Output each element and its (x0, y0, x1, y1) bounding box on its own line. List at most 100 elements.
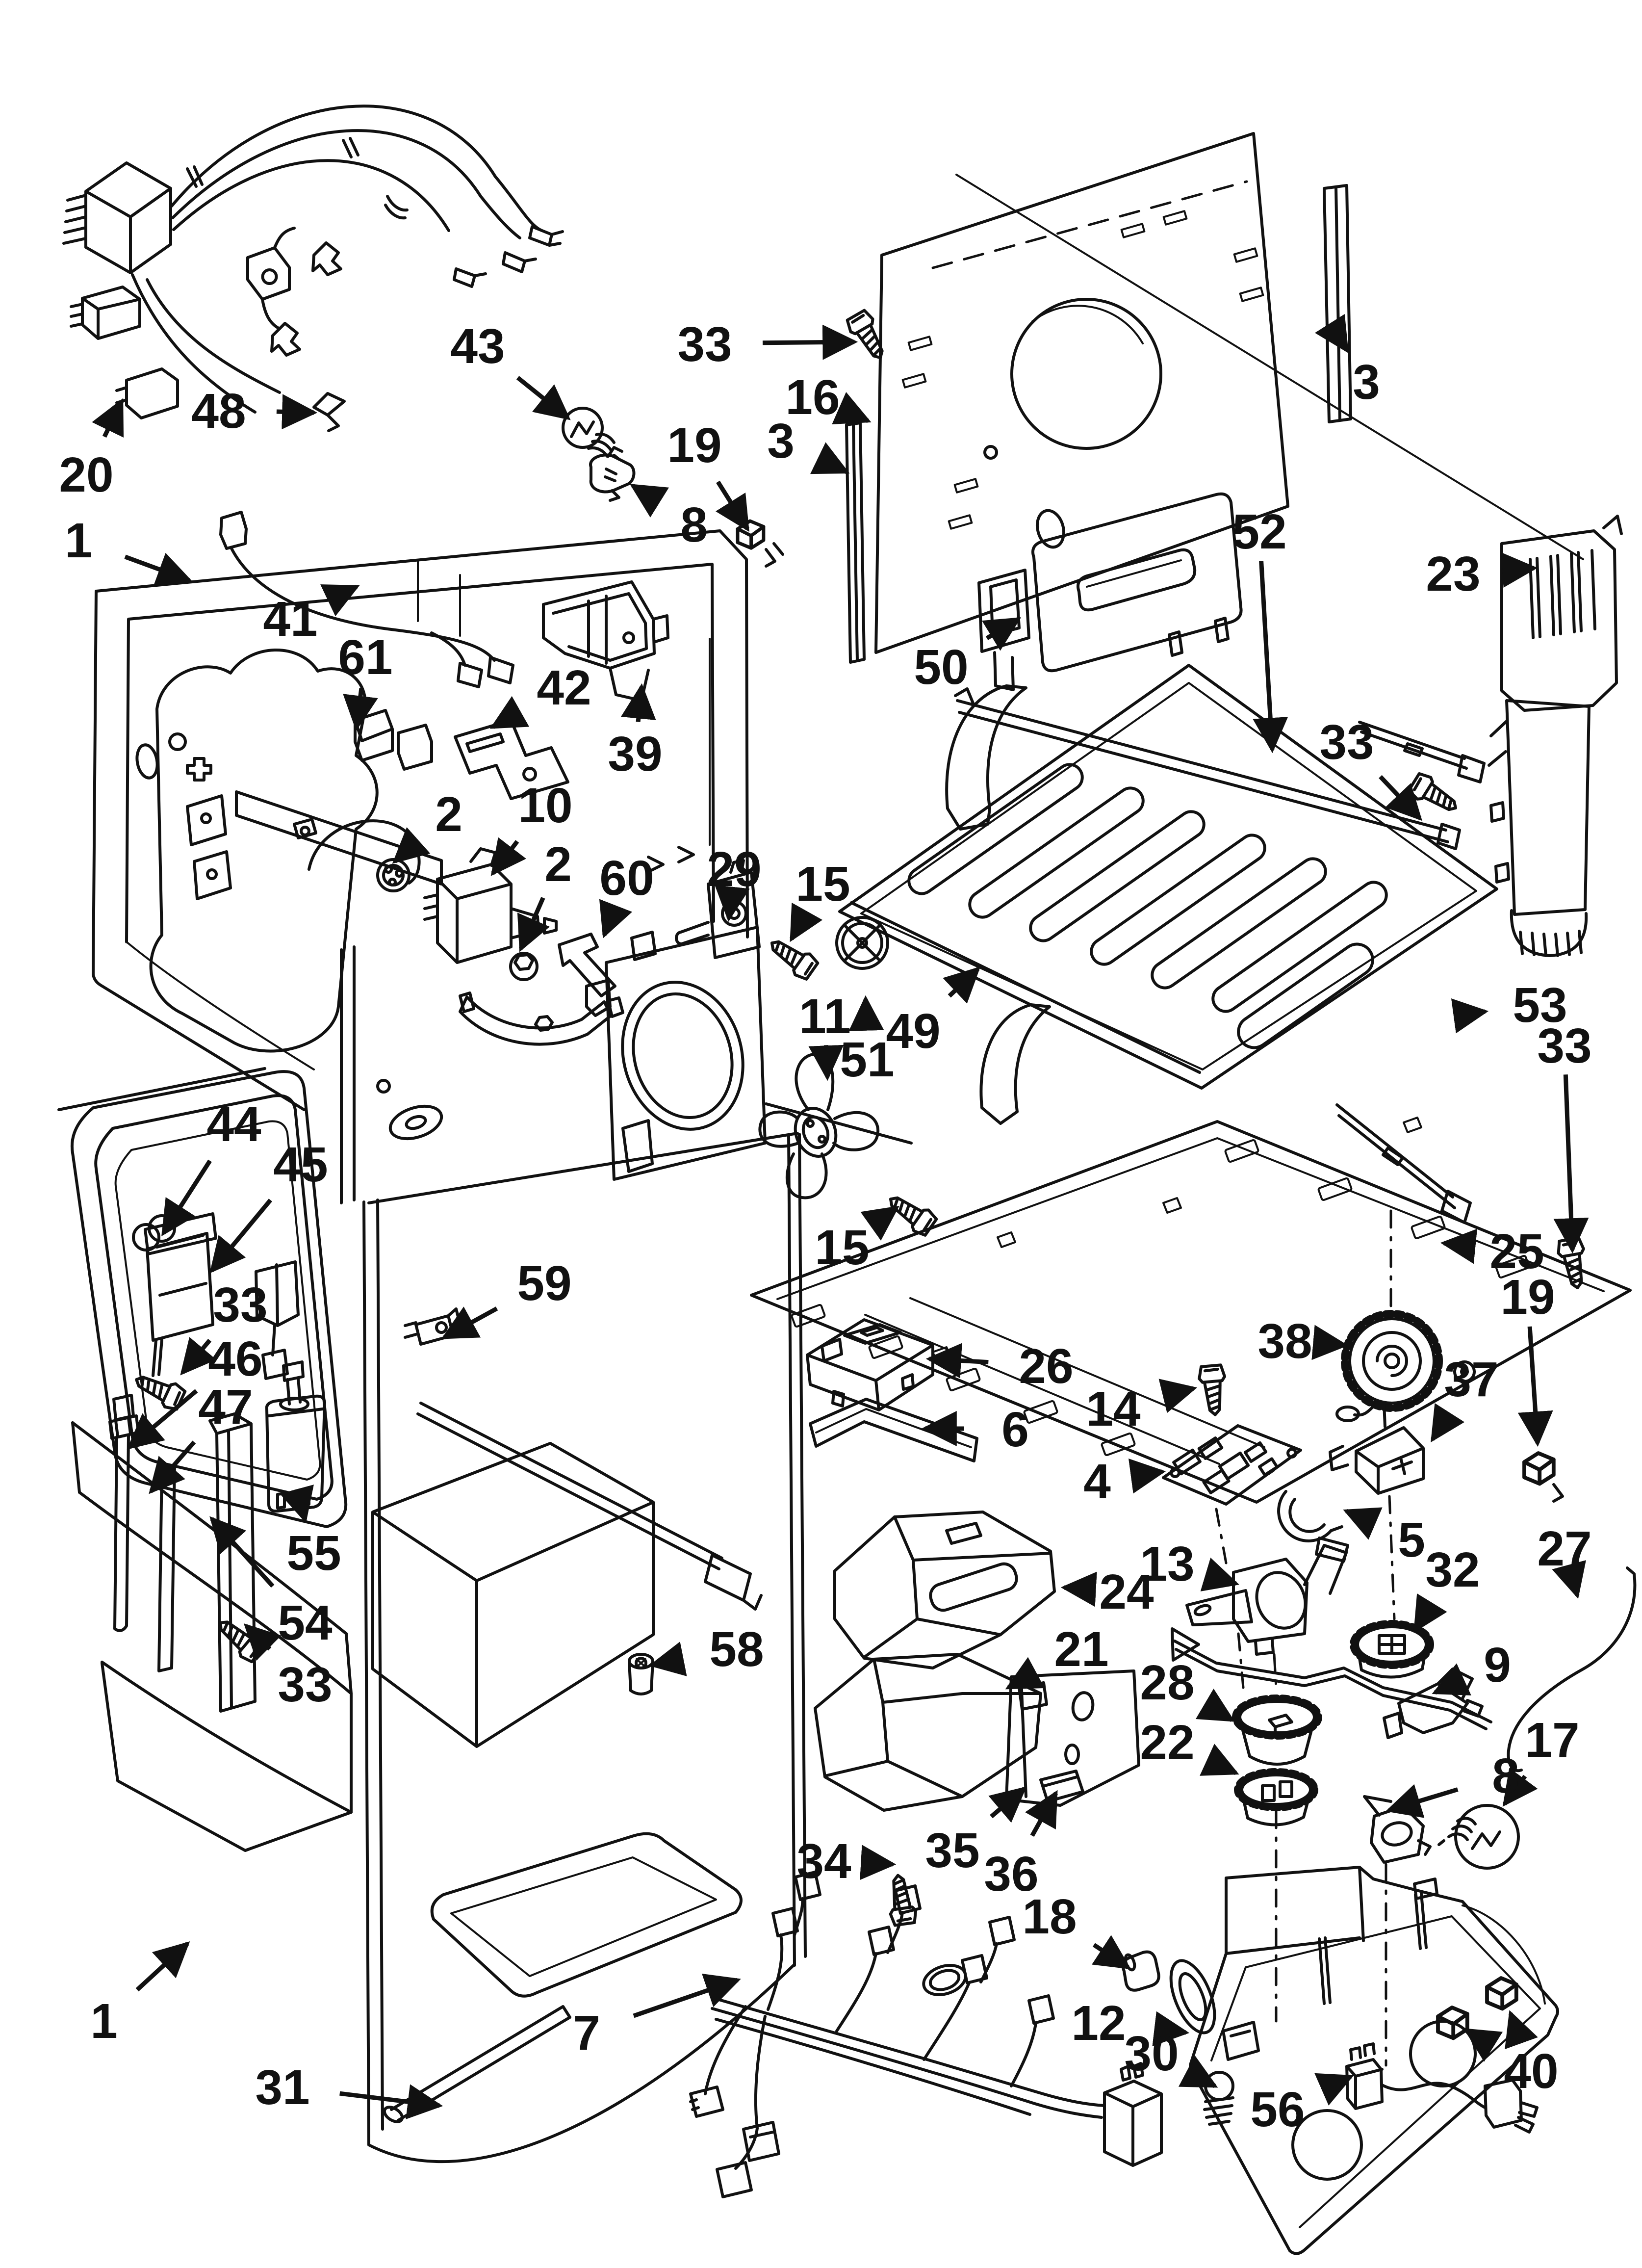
part-number-45: 45 (273, 1137, 328, 1192)
part-number-13: 13 (1140, 1537, 1194, 1591)
leader-arrow-46 (127, 1389, 198, 1450)
evap-cover-23 (1488, 515, 1623, 957)
callout-32-51: 32 (1413, 1542, 1480, 1633)
access-cover-50 (1031, 492, 1243, 673)
part-number-33: 33 (213, 1277, 267, 1332)
leader-arrow-30 (1178, 2055, 1218, 2088)
callout-60-20: 60 (599, 851, 654, 938)
leader-arrow-18 (1092, 1935, 1131, 1969)
callout-21-53: 21 (1005, 1622, 1109, 1690)
leader-arrow-2 (517, 897, 550, 952)
part-number-35: 35 (925, 1823, 979, 1878)
callout-36-61: 36 (984, 1790, 1058, 1902)
light-bulb-17 (1437, 1804, 1520, 1870)
leader-arrow-15 (790, 902, 823, 942)
callout-34-59: 34 (796, 1834, 897, 1889)
shelf-tray-49 (838, 664, 1498, 1125)
callout-1-1: 1 (65, 513, 193, 586)
roller-51 (835, 916, 889, 970)
panel-axis-dash (931, 180, 1248, 269)
leader-arrow-22 (1200, 1744, 1239, 1776)
part-number-4: 4 (1083, 1454, 1111, 1509)
cabinet-edge-line (955, 174, 1584, 560)
part-number-18: 18 (1022, 1889, 1077, 1944)
part-number-42: 42 (537, 660, 591, 715)
callout-43-3: 43 (450, 319, 571, 420)
part-number-21: 21 (1054, 1622, 1108, 1677)
part-number-15: 15 (815, 1220, 869, 1275)
part-number-33: 33 (1537, 1018, 1591, 1073)
callout-3-9: 3 (1314, 313, 1380, 410)
part-number-29: 29 (707, 842, 761, 897)
callout-12-63: 12 (1071, 1996, 1190, 2051)
callout-41-13: 41 (263, 584, 360, 647)
part-number-53: 53 (1513, 978, 1567, 1033)
part-number-52: 52 (1232, 504, 1286, 559)
cam-lever-13 (1185, 1537, 1349, 1656)
defrost-link (1171, 1627, 1492, 1730)
callout-14-44: 14 (1086, 1379, 1197, 1436)
screw-14 (1198, 1365, 1228, 1416)
part-number-24: 24 (1099, 1564, 1154, 1619)
part-number-39: 39 (608, 727, 662, 782)
callout-7-67: 7 (573, 1974, 741, 2060)
part-number-33: 33 (677, 317, 732, 372)
callout-9-55: 9 (1432, 1638, 1511, 1695)
strip-53a (1358, 721, 1486, 783)
part-number-16: 16 (785, 370, 840, 425)
harness-clip-5 (1277, 1490, 1343, 1542)
grommet-2a (376, 858, 410, 892)
part-number-36: 36 (984, 1847, 1038, 1902)
tube-46 (108, 1394, 140, 1632)
callout-33-40: 33 (243, 1623, 333, 1712)
part-number-56: 56 (1250, 2082, 1305, 2137)
clip-40a (1438, 2007, 1467, 2038)
leader-arrow-39 (620, 683, 656, 722)
callout-22-56: 22 (1140, 1715, 1239, 1776)
base-pan-12 (1169, 1866, 1559, 2255)
callout-2-17: 2 (392, 787, 462, 864)
air-duct-24 (833, 1511, 1056, 1669)
callout-49-25: 49 (886, 966, 981, 1059)
leader-arrow-10 (490, 837, 526, 876)
part-number-8: 8 (1492, 1748, 1519, 1803)
callout-51-24: 51 (840, 995, 895, 1087)
thermostat-10 (423, 847, 558, 964)
callout-19-30: 19 (1500, 1270, 1555, 1447)
clip-19-prongs (765, 542, 784, 568)
leader-arrow-54 (209, 1516, 275, 1588)
leader-arrow-29 (715, 885, 750, 922)
leader-arrow-37 (1431, 1403, 1465, 1443)
part-number-49: 49 (886, 1004, 940, 1059)
leader-arrow-56 (1314, 2073, 1354, 2106)
leader-arrow-28 (1195, 1689, 1235, 1722)
part-number-19: 19 (1500, 1270, 1555, 1325)
part-number-17: 17 (1525, 1713, 1579, 1768)
part-number-60: 60 (599, 851, 654, 906)
part-number-31: 31 (255, 2060, 309, 2115)
leader-arrow-47 (149, 1440, 196, 1494)
callout-15-22: 15 (790, 857, 850, 942)
callout-45-33: 45 (209, 1137, 328, 1274)
leader-arrow-8 (1385, 1784, 1459, 1818)
leader-arrow-20 (92, 398, 124, 438)
leader-arrow-19 (1517, 1326, 1553, 1447)
callout-61-14: 61 (338, 630, 393, 731)
bracket-60 (558, 933, 616, 997)
part-number-54: 54 (278, 1595, 333, 1650)
leader-arrow-41 (320, 584, 360, 617)
inlet-valve-44 (132, 1212, 217, 1377)
leader-arrow-32 (1413, 1593, 1447, 1633)
leader-arrow-42 (489, 696, 530, 729)
bumper-30 (1203, 2071, 1234, 2126)
leader-arrow-33 (1379, 775, 1422, 821)
jumper-56 (1345, 2042, 1539, 2134)
callout-27-49: 27 (1537, 1521, 1592, 1599)
leader-arrow-43 (516, 376, 571, 420)
leader-arrow-31 (339, 2084, 443, 2119)
leader-arrow-52 (1253, 561, 1288, 754)
leader-arrow-2 (392, 827, 431, 864)
lower-liner (57, 1067, 913, 2164)
part-number-58: 58 (709, 1622, 764, 1677)
